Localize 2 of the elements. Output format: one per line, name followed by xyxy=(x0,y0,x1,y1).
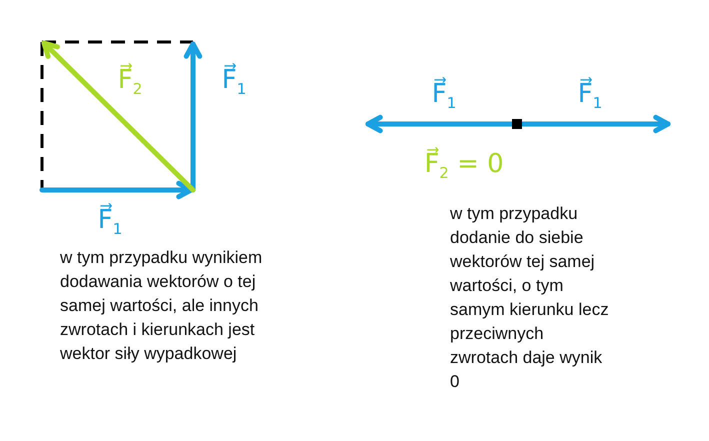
explanation-text: w tym przypadku wynikiem dodawania wektorów o tej samej wartości, ale innych zwrotach i kierunkach jest wektor siły wypadkowej xyxy=(60,247,264,365)
explanation-text: w tym przypadku dodanie do siebie wektorów tej samej wartości, o tym samym kierunku lecz przeciwnych zwrotach daje wynik 0 xyxy=(450,203,610,393)
